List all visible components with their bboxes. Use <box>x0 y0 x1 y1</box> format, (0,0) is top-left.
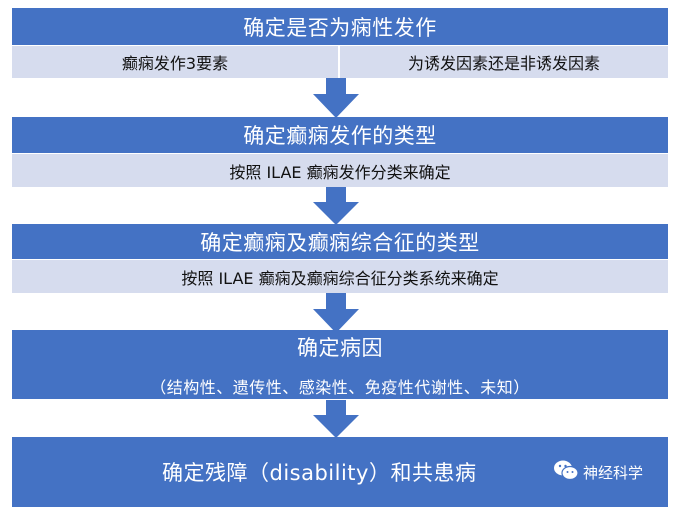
watermark-text: 神经科学 <box>583 463 644 482</box>
wechat-icon <box>553 459 579 485</box>
step2-sub-box: 按照 ILAE 癫痫发作分类来确定 <box>12 153 668 187</box>
step4-title: 确定病因 <box>297 335 383 360</box>
step1-right-text: 为诱发因素还是非诱发因素 <box>407 54 600 73</box>
arrow-down-icon <box>313 293 359 333</box>
step3-sub-text: 按照 ILAE 癫痫及癫痫综合征分类系统来确定 <box>181 268 499 288</box>
step5-title: 确定残障（disability）和共患病 <box>162 461 477 485</box>
arrow-down-icon <box>313 187 359 225</box>
arrow-down-icon <box>313 400 359 438</box>
step2-sub-text: 按照 ILAE 癫痫发作分类来确定 <box>229 162 451 182</box>
step4-box: 确定病因 （结构性、遗传性、感染性、免疫性代谢性、未知） <box>12 330 668 399</box>
watermark: 神经科学 <box>553 459 643 485</box>
step1-left-text: 癫痫发作3要素 <box>121 54 229 73</box>
step1-left-box: 癫痫发作3要素 <box>12 45 338 78</box>
step2-title: 确定癫痫发作的类型 <box>243 124 437 148</box>
arrow-down-icon <box>313 78 359 118</box>
step1-title-bar: 确定是否为痫性发作 <box>12 8 668 45</box>
step4-sub-text: （结构性、遗传性、感染性、免疫性代谢性、未知） <box>150 377 530 397</box>
step1-right-box: 为诱发因素还是非诱发因素 <box>340 45 668 78</box>
step3-title-bar: 确定癫痫及癫痫综合征的类型 <box>12 224 668 259</box>
step3-sub-box: 按照 ILAE 癫痫及癫痫综合征分类系统来确定 <box>12 259 668 293</box>
step1-title: 确定是否为痫性发作 <box>243 15 437 40</box>
step3-title: 确定癫痫及癫痫综合征的类型 <box>200 230 480 255</box>
step2-title-bar: 确定癫痫发作的类型 <box>12 117 668 153</box>
